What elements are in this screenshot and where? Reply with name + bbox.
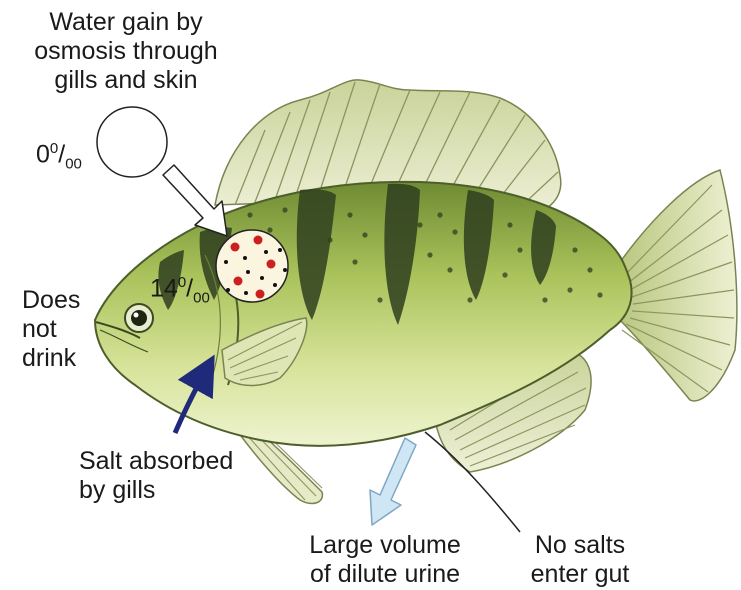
body-spot: [447, 267, 452, 272]
body-spot: [427, 252, 432, 257]
body-spot: [362, 232, 367, 237]
body-spot: [437, 212, 442, 217]
body-spot: [327, 237, 332, 242]
body-spot: [347, 212, 352, 217]
body-spot: [352, 259, 357, 264]
body-spot: [597, 292, 602, 297]
outside-water-circle: [97, 107, 167, 177]
body-spot: [452, 229, 457, 234]
body-spot: [282, 207, 287, 212]
label-does-not-drink: Does not drink: [22, 286, 80, 373]
body-spot: [417, 222, 422, 227]
body-spot: [467, 297, 472, 302]
body-spot: [507, 222, 512, 227]
body-spot: [502, 272, 507, 277]
label-outside-concentration: 00/00: [36, 140, 82, 172]
body-fluid-circle: [216, 230, 288, 302]
body-spot: [567, 287, 572, 292]
eye: [125, 304, 153, 332]
body-spot: [587, 267, 592, 272]
body-spot: [267, 227, 272, 232]
body-spot: [542, 297, 547, 302]
label-water-gain: Water gain by osmosis through gills and …: [26, 8, 226, 95]
body-spot: [247, 212, 252, 217]
label-salt-absorbed: Salt absorbed by gills: [79, 447, 233, 505]
body-spot: [517, 247, 522, 252]
label-dilute-urine: Large volume of dilute urine: [290, 531, 480, 589]
label-no-salts: No salts enter gut: [515, 531, 645, 589]
tail-fin: [615, 170, 737, 401]
body-spot: [572, 247, 577, 252]
label-inside-concentration: 140/00: [150, 274, 210, 306]
urine-arrow: [370, 438, 416, 525]
body-spot: [377, 297, 382, 302]
